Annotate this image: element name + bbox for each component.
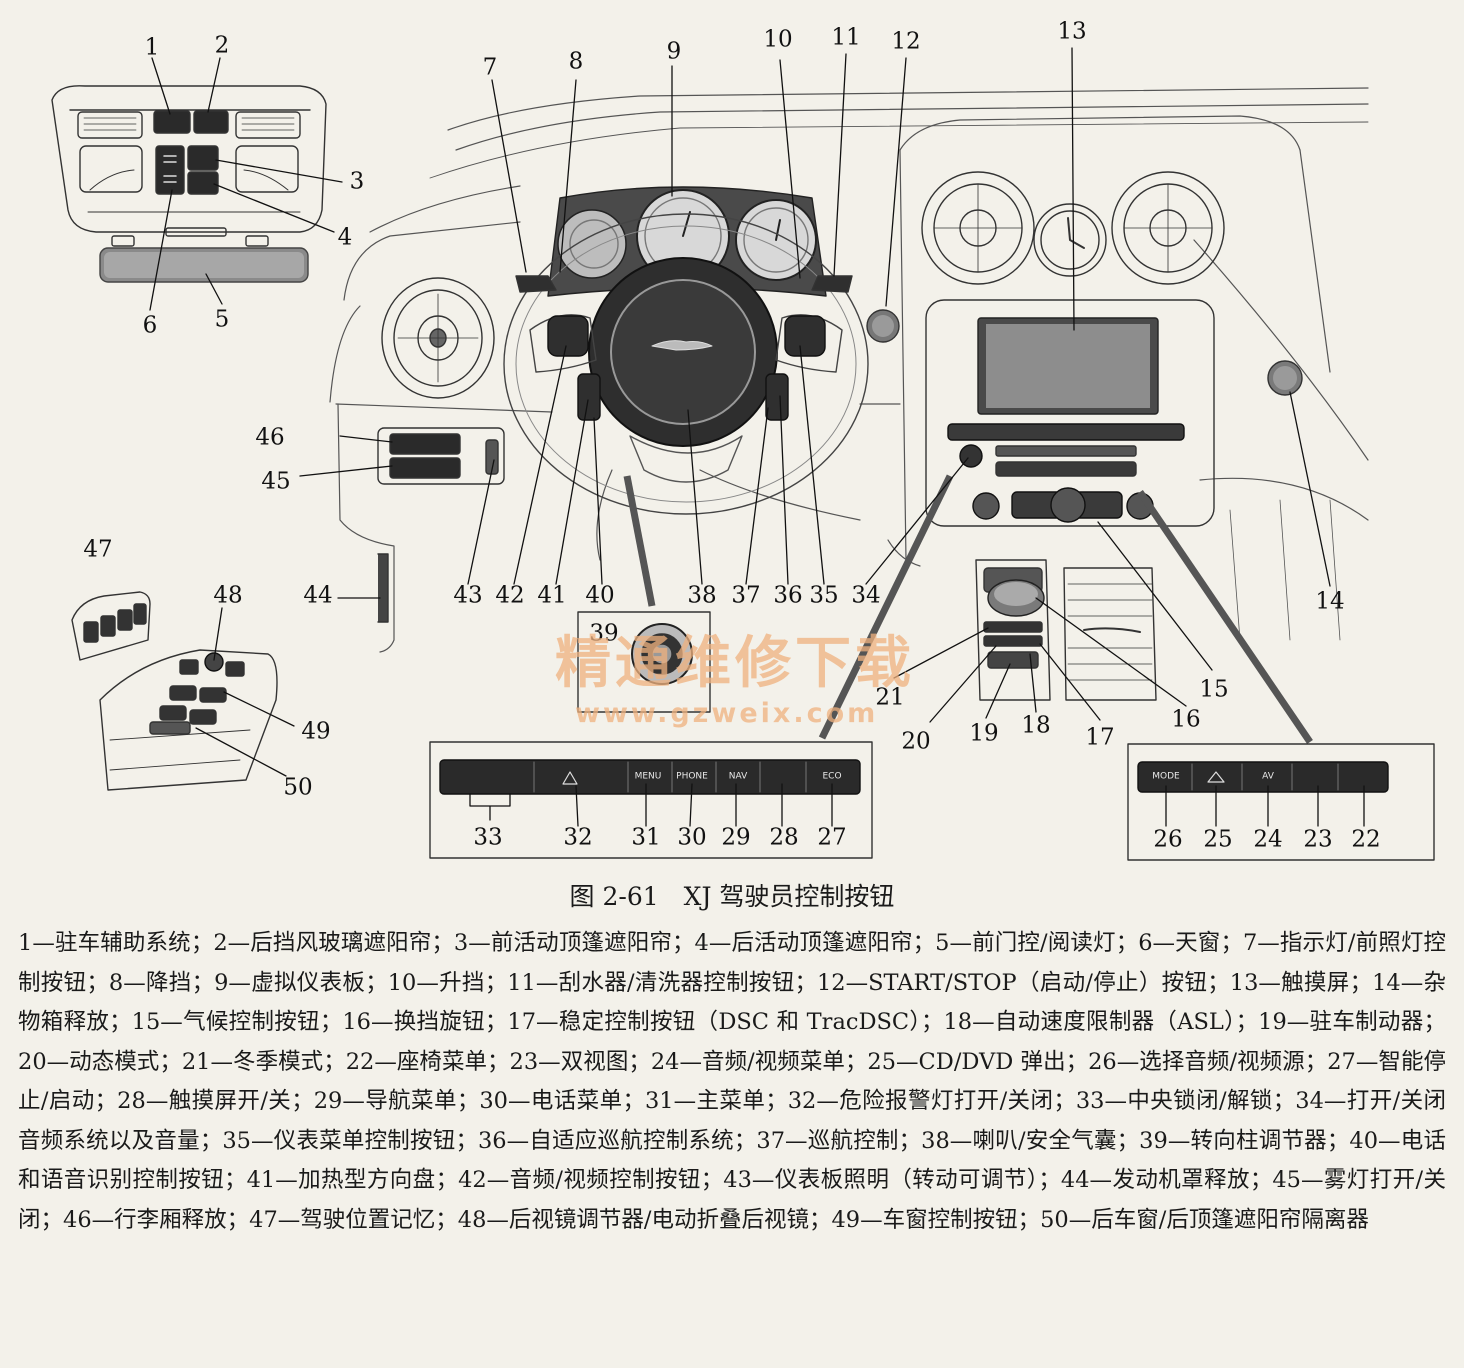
- callout-1: 1: [144, 34, 160, 61]
- steering-wheel: [503, 213, 869, 515]
- callout-17: 17: [1085, 724, 1115, 751]
- callout-9: 9: [666, 38, 682, 65]
- callout-6: 6: [142, 312, 158, 339]
- callout-38: 38: [687, 582, 717, 609]
- callout-30: 30: [677, 824, 707, 851]
- dashboard-diagram: [51, 47, 1435, 861]
- bottom-button-panel-left: [429, 741, 873, 859]
- callout-8: 8: [568, 48, 584, 75]
- callout-44: 44: [303, 582, 333, 609]
- callout-22: 22: [1351, 826, 1381, 853]
- callout-18: 18: [1021, 712, 1051, 739]
- leader-lines: [149, 47, 1365, 827]
- callout-28: 28: [769, 824, 799, 851]
- instrument-cluster: [547, 186, 827, 297]
- glovebox-release-button: [1267, 360, 1303, 396]
- inset-pointers: [623, 474, 1313, 744]
- callout-27: 27: [817, 824, 847, 851]
- callout-45: 45: [261, 468, 291, 495]
- callout-33: 33: [473, 824, 503, 851]
- callout-3: 3: [349, 168, 365, 195]
- callout-2: 2: [214, 32, 230, 59]
- av-button-label: AV: [1262, 771, 1274, 782]
- overhead-console: [51, 85, 327, 283]
- eco-button-label: ECO: [822, 771, 842, 782]
- left-air-vent: [381, 277, 495, 399]
- watermark-text: 精通维修下载: [555, 631, 915, 696]
- figure-legend: 1—驻车辅助系统；2—后挡风玻璃遮阳帘；3—前活动顶篷遮阳帘；4—后活动顶篷遮阳…: [18, 930, 1446, 1233]
- left-switch-pack: [377, 427, 505, 623]
- callout-11: 11: [831, 24, 861, 51]
- watermark-url: www.gzweix.com: [575, 698, 879, 729]
- callout-35: 35: [809, 582, 839, 609]
- callout-16: 16: [1171, 706, 1201, 733]
- callout-20: 20: [901, 728, 931, 755]
- dashboard-outline: [329, 87, 1369, 653]
- callout-15: 15: [1199, 676, 1229, 703]
- callout-34: 34: [851, 582, 881, 609]
- callout-26: 26: [1153, 826, 1183, 853]
- callout-48: 48: [213, 582, 243, 609]
- callout-29: 29: [721, 824, 751, 851]
- gear-selector: [975, 559, 1157, 701]
- start-stop-button: [866, 309, 900, 343]
- callout-31: 31: [631, 824, 661, 851]
- callout-24: 24: [1253, 826, 1283, 853]
- seat-memory-buttons: [71, 591, 151, 661]
- callout-50: 50: [283, 774, 313, 801]
- center-vents-clock: [921, 171, 1225, 285]
- callout-43: 43: [453, 582, 483, 609]
- callout-47: 47: [83, 536, 113, 563]
- mode-button-label: MODE: [1152, 771, 1180, 782]
- callout-41: 41: [537, 582, 567, 609]
- door-switch-pack: [99, 649, 278, 791]
- callout-7: 7: [482, 54, 498, 81]
- callout-23: 23: [1303, 826, 1333, 853]
- callout-40: 40: [585, 582, 615, 609]
- phone-button-label: PHONE: [676, 771, 708, 782]
- callout-13: 13: [1057, 18, 1087, 45]
- callout-49: 49: [301, 718, 331, 745]
- callout-14: 14: [1315, 588, 1345, 615]
- callout-19: 19: [969, 720, 999, 747]
- figure-caption: 图 2-61 XJ 驾驶员控制按钮: [569, 882, 895, 911]
- callout-42: 42: [495, 582, 525, 609]
- callout-12: 12: [891, 28, 921, 55]
- callout-36: 36: [773, 582, 803, 609]
- callout-21: 21: [875, 684, 905, 711]
- callout-25: 25: [1203, 826, 1233, 853]
- callout-46: 46: [255, 424, 285, 451]
- touchscreen-stack: [925, 299, 1215, 527]
- nav-button-label: NAV: [728, 771, 748, 782]
- menu-button-label: MENU: [634, 771, 662, 782]
- callout-39: 39: [589, 620, 619, 647]
- callout-5: 5: [214, 306, 230, 333]
- callout-32: 32: [563, 824, 593, 851]
- callout-10: 10: [763, 26, 793, 53]
- bottom-button-panel-right: [1127, 743, 1435, 861]
- callout-37: 37: [731, 582, 761, 609]
- steering-column-inset: [577, 611, 711, 713]
- callout-4: 4: [337, 224, 353, 251]
